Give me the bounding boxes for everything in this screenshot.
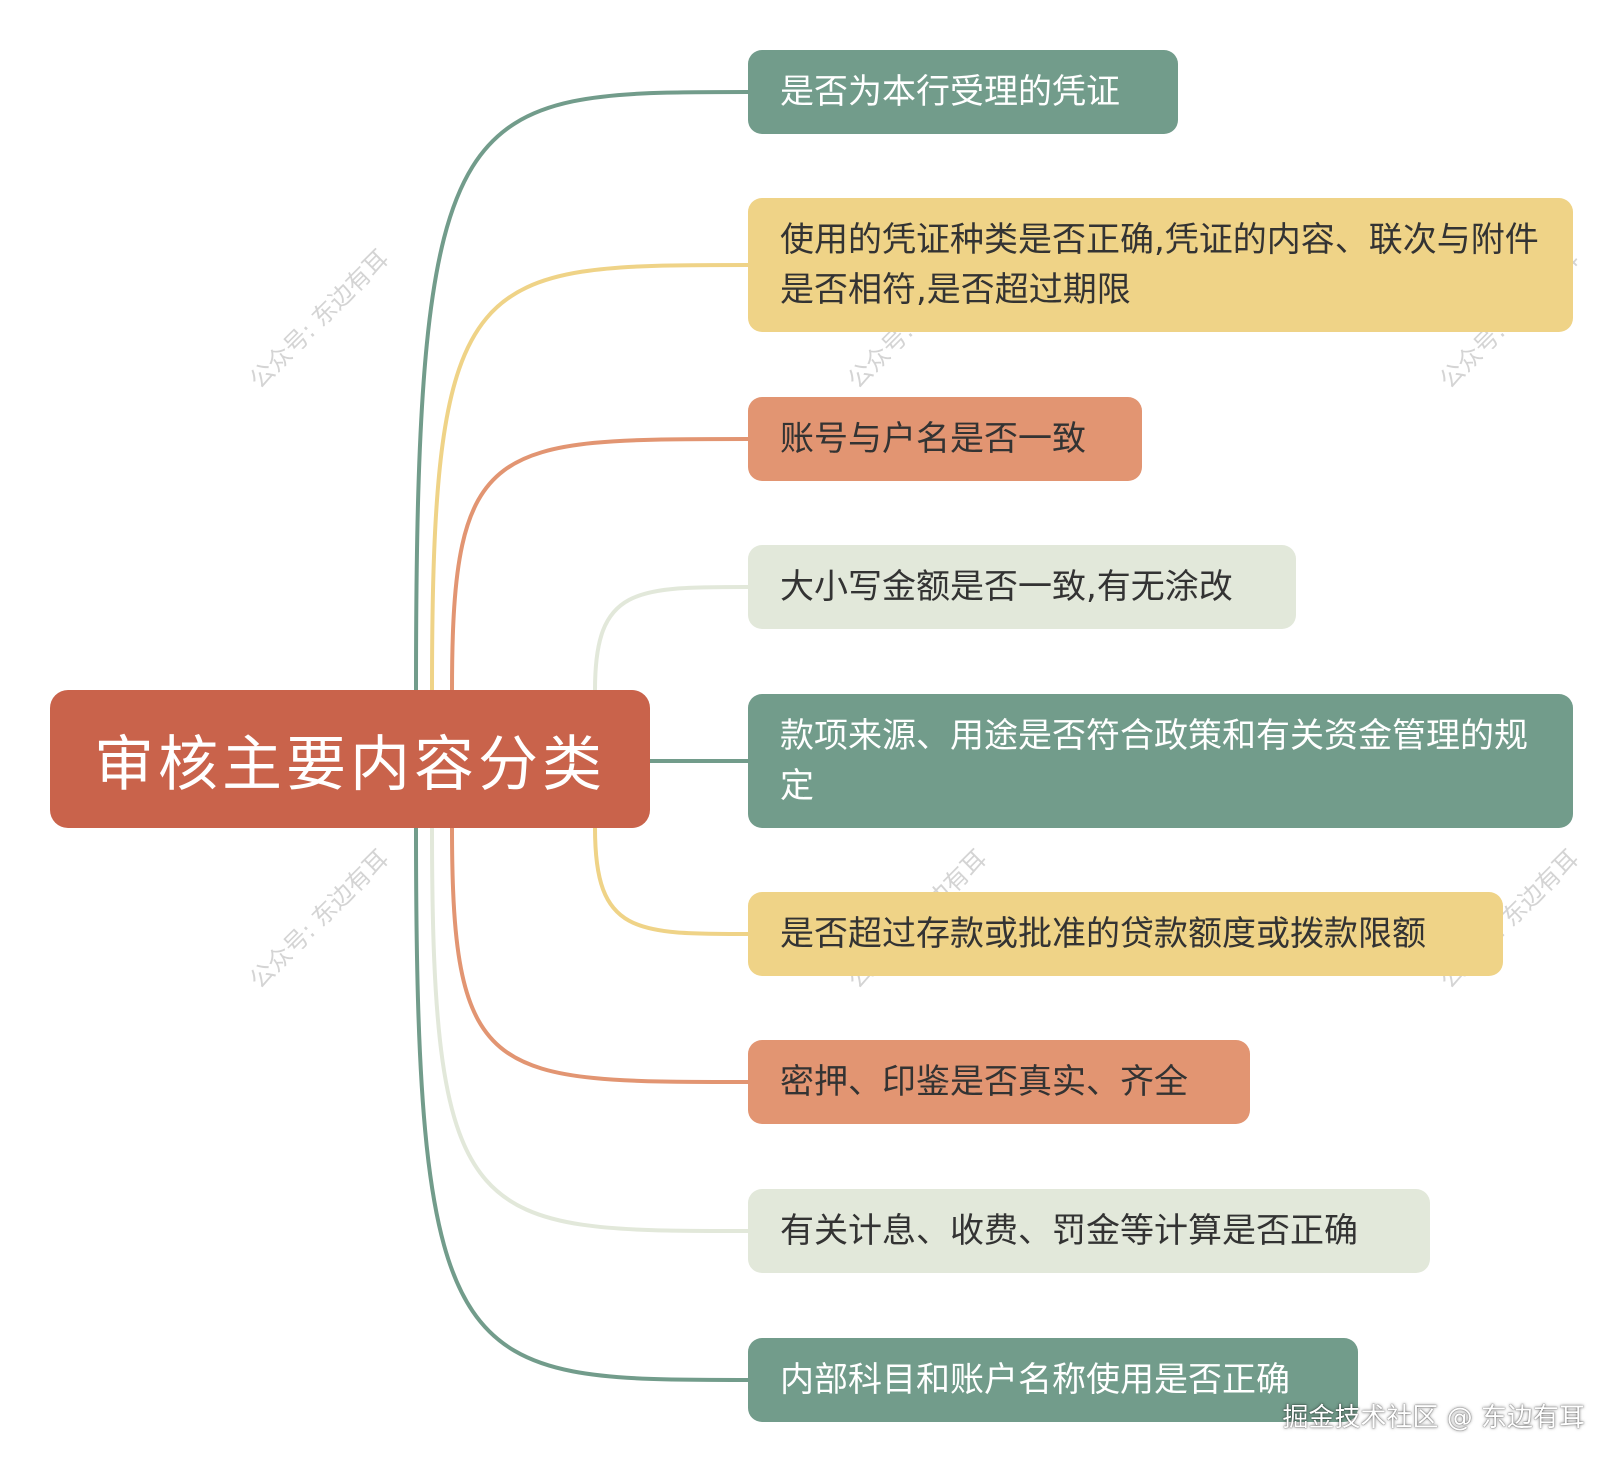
connector-line-1 [430,263,750,692]
branch-topic[interactable]: 账号与户名是否一致 [748,397,1142,481]
branch-topic[interactable]: 大小写金额是否一致,有无涂改 [748,545,1296,629]
connector-line-6 [450,826,750,1084]
branch-topic-label: 密押、印鉴是否真实、齐全 [780,1062,1188,1102]
branch-topic[interactable]: 是否为本行受理的凭证 [748,50,1178,134]
connector-line-2 [450,437,750,692]
branch-topic-label: 使用的凭证种类是否正确,凭证的内容、联次与附件是否相符,是否超过期限 [780,220,1539,310]
branch-topic[interactable]: 是否超过存款或批准的贷款额度或拨款限额 [748,892,1503,976]
connector-line-5 [593,826,750,936]
connector-line-8 [414,826,750,1382]
branch-topic-label: 大小写金额是否一致,有无涂改 [780,567,1233,607]
branch-topic[interactable]: 款项来源、用途是否符合政策和有关资金管理的规定 [748,694,1573,828]
branch-topic[interactable]: 有关计息、收费、罚金等计算是否正确 [748,1189,1430,1273]
root-topic[interactable]: 审核主要内容分类 [50,690,650,828]
branch-topic[interactable]: 内部科目和账户名称使用是否正确 [748,1338,1358,1422]
connector-line-7 [430,826,750,1233]
site-credit: 掘金技术社区 @ 东边有耳 [1282,1403,1585,1433]
branch-topic-label: 是否为本行受理的凭证 [780,72,1120,112]
branch-topic-label: 款项来源、用途是否符合政策和有关资金管理的规定 [780,716,1528,806]
branch-topic-label: 有关计息、收费、罚金等计算是否正确 [780,1211,1358,1251]
branch-topic[interactable]: 密押、印鉴是否真实、齐全 [748,1040,1250,1124]
connector-line-3 [593,585,750,692]
branch-topic-label: 内部科目和账户名称使用是否正确 [780,1360,1290,1400]
branch-topic-label: 账号与户名是否一致 [780,419,1086,459]
branch-topic-label: 是否超过存款或批准的贷款额度或拨款限额 [780,914,1426,954]
connector-line-0 [414,90,750,692]
branch-topic[interactable]: 使用的凭证种类是否正确,凭证的内容、联次与附件是否相符,是否超过期限 [748,198,1573,332]
